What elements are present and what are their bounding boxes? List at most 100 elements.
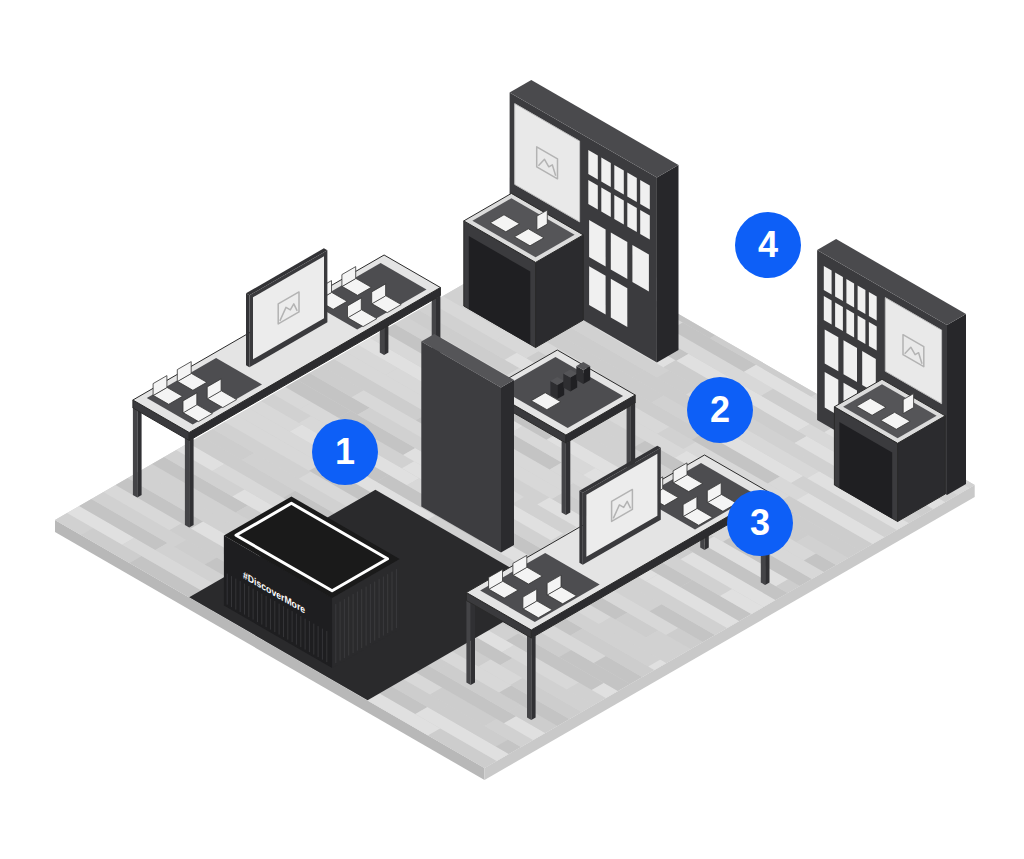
counter-rib [318,626,319,657]
desk-tray [472,198,574,257]
counter-rib [340,602,341,661]
counter-rib [383,577,384,636]
product-box [869,322,877,351]
counter-rib [257,591,258,622]
product-box [824,266,832,295]
image-icon [905,347,922,364]
counter-rib [305,619,306,650]
counter-rib [266,596,267,627]
device [547,575,561,595]
table-leg [527,636,531,721]
table-leg [562,441,566,516]
product-box [589,266,606,314]
callout-circle: 1 [312,419,378,485]
product-box [627,173,637,203]
counter-rib [244,584,245,615]
counter-rib [287,609,288,640]
display-wall [657,165,679,363]
product-box [869,292,877,321]
table-leg [566,441,570,516]
monitor-screen [253,256,324,359]
callout-circle: 3 [727,490,793,556]
product-box [640,180,650,210]
device [537,210,547,230]
display-tray [147,358,262,425]
counter-rib [227,574,228,605]
device [183,393,197,413]
product-box [588,180,598,210]
floor [55,237,975,768]
product-box [611,279,628,327]
floor-plank [671,323,757,372]
counter-rib [366,587,367,646]
counter-rib [392,572,393,631]
callout-number: 1 [335,434,355,470]
counter-rib [270,599,271,630]
watch-stand [576,362,590,370]
counter-rib [292,611,293,642]
counter-rib [253,589,254,620]
callout-number: 3 [750,505,770,541]
device [523,589,537,609]
device [490,215,519,232]
product-box [601,158,611,188]
table-leg [471,601,475,686]
counter-rib [322,629,323,660]
image-icon [537,147,558,179]
device [177,362,191,382]
product-box [844,340,858,382]
product-box [588,150,598,180]
device [881,412,911,429]
counter-rib [231,576,232,607]
table-leg [185,438,189,528]
image-icon [613,501,630,518]
counter-rib [240,581,241,612]
device [342,267,356,287]
callout-number: 4 [758,227,778,263]
counter-rib [344,599,345,658]
desk-opening [469,236,531,345]
table-leg [137,408,141,498]
table-leg [466,601,470,686]
desk-opening [839,422,892,519]
desk-tray [843,384,937,438]
floor [485,485,975,780]
product-box [858,286,866,315]
image-icon [538,159,555,176]
device [683,497,697,517]
product-box [614,165,624,195]
counter-rib [379,579,380,638]
device [372,284,386,304]
device [857,398,886,415]
counter-sign: #DiscoverMore [243,564,305,618]
product-box [632,245,649,292]
counter-rib [313,624,314,655]
monitor-screen [586,454,657,557]
table-leg [189,438,193,528]
monitor [583,448,661,565]
counter-rib [348,597,349,656]
product-box [858,316,866,345]
counter-rib [361,589,362,648]
counter-rib [261,594,262,625]
counter-rib [357,592,358,651]
product-box [846,309,854,338]
product-box [601,188,611,218]
device [903,394,913,414]
display-tray [500,357,623,428]
counter-rib [279,604,280,635]
counter-rib [396,569,397,628]
product-box [640,210,650,240]
product-box [824,296,832,325]
counter-rib [335,604,336,663]
watch-stand [563,370,577,378]
callout-circle: 2 [687,377,753,443]
product-box [589,220,606,267]
table-leg [531,636,535,721]
device [707,483,721,503]
counter-rib [248,586,249,617]
counter-rib [387,574,388,633]
product-box [627,203,637,233]
image-icon [280,304,297,321]
